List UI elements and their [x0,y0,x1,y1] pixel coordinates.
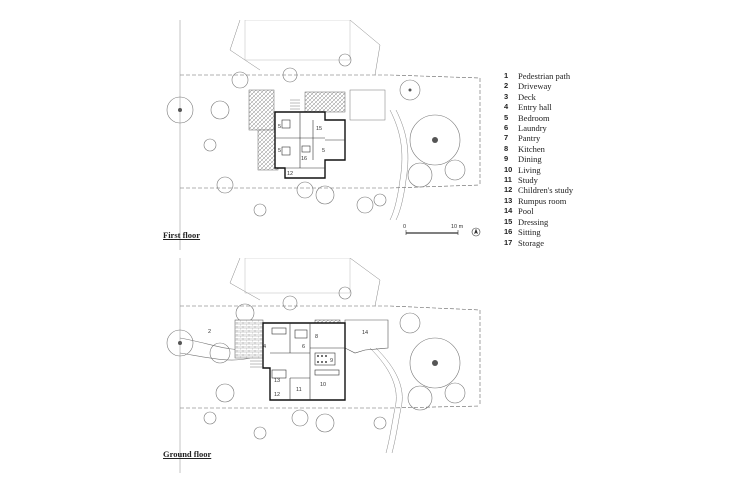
legend-number: 3 [504,91,509,101]
room-label: 5 [322,148,325,154]
legend-item: 8 Kitchen [504,144,573,154]
room-label: 5 [278,124,281,130]
legend-item: 11 Study [504,175,573,185]
legend-label: Deck [518,91,536,102]
legend-item: 12 Children's study [504,185,573,195]
legend-number: 5 [504,112,509,122]
legend-item: 13 Rumpus room [504,196,573,206]
scale-bar-graphic [405,227,481,237]
legend-item: 6 Laundry [504,123,573,133]
room-label: 6 [302,344,305,350]
room-label: 10 [320,382,326,388]
legend-label: Children's study [518,185,574,196]
room-label: 12 [274,392,280,398]
room-label: 5 [278,148,281,154]
legend-label: Storage [518,237,544,248]
first-floor-label: First floor [163,230,201,240]
room-label: 4 [263,344,266,350]
room-label: 8 [315,334,318,340]
legend-number: 11 [504,175,512,185]
legend-label: Dressing [518,216,549,227]
scale-end: 10 m [451,224,464,230]
legend-label: Pantry [518,133,541,144]
legend-number: 1 [504,71,509,80]
legend-number: 12 [504,185,513,195]
legend-label: Living [518,164,541,175]
legend-label: Sitting [518,227,541,238]
scale-bar: 0 10 m [398,224,488,238]
legend-number: 16 [504,227,513,237]
legend-item: 16 Sitting [504,227,573,237]
north-arrow-icon [471,227,481,237]
legend-number: 2 [504,81,509,91]
legend-label: Pedestrian path [518,71,571,81]
legend-item: 14 Pool [504,206,573,216]
legend-item: 7 Pantry [504,133,573,143]
scale-start: 0 [403,224,407,230]
legend-label: Laundry [518,123,547,134]
legend-label: Kitchen [518,143,545,154]
legend-number: 13 [504,195,513,205]
legend-label: Rumpus room [518,195,567,206]
room-legend: 1 Pedestrian path 2 Driveway 3 Deck 4 Entry hal… [504,71,573,248]
legend-item: 15 Dressing [504,217,573,227]
legend-item: 9 Dining [504,154,573,164]
legend-item: 10 Living [504,165,573,175]
legend-item: 1 Pedestrian path [504,71,573,81]
legend-label: Study [518,175,538,186]
room-label: 9 [330,358,333,364]
legend-item: 2 Driveway [504,81,573,91]
room-label: 13 [274,378,280,384]
legend-label: Bedroom [518,112,550,123]
legend-number: 6 [504,123,509,133]
legend-label: Dining [518,154,542,165]
legend-number: 8 [504,143,509,153]
first-floor-drawing: 5 5 5 15 16 12 [166,20,481,250]
room-label: 14 [362,330,368,336]
legend-label: Pool [518,206,534,217]
legend-number: 9 [504,154,509,164]
room-label: 16 [301,156,307,162]
legend-item: 3 Deck [504,92,573,102]
ground-floor-drawing: 2 14 4 13 12 11 10 8 9 6 [166,258,481,473]
legend-number: 15 [504,216,513,226]
legend-number: 14 [504,206,513,216]
ground-floor-label: Ground floor [163,449,212,459]
legend-number: 7 [504,133,509,143]
room-label: 11 [296,387,302,393]
legend-item: 5 Bedroom [504,113,573,123]
legend-number: 10 [504,164,513,174]
ground-floor-plan: 2 14 4 13 12 11 10 8 9 6 [150,258,490,473]
legend-number: 17 [504,237,513,247]
room-label: 2 [208,329,211,335]
legend-label: Driveway [518,81,552,92]
legend-item: 4 Entry hall [504,102,573,112]
legend-label: Entry hall [518,102,552,113]
room-label: 12 [287,171,293,177]
legend-number: 4 [504,102,509,112]
room-label: 15 [316,126,322,132]
legend-item: 17 Storage [504,238,573,248]
first-floor-plan: 5 5 5 15 16 12 [150,20,490,250]
